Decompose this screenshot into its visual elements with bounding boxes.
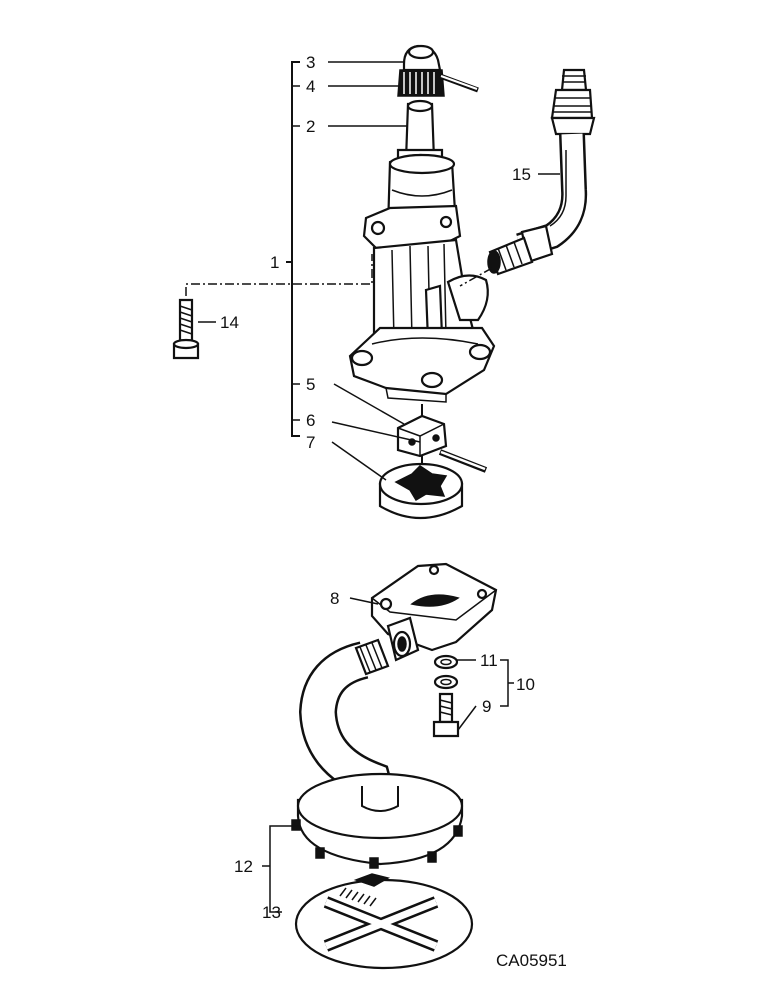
oil-hose [487, 68, 596, 276]
pump-cover [370, 562, 498, 662]
washer-upper [433, 654, 459, 670]
alignment-line-bolt [185, 254, 373, 296]
callout-9: 9 [482, 697, 491, 716]
inner-rotor [396, 404, 448, 458]
mounting-bolt [172, 298, 200, 360]
callout-10: 10 [516, 675, 535, 694]
cover-bolt [432, 692, 460, 738]
callout-6: 6 [306, 411, 315, 430]
outer-rotor [378, 462, 464, 520]
drawing-code: CA05951 [496, 951, 567, 970]
callout-8: 8 [330, 589, 339, 608]
callout-7: 7 [306, 433, 315, 452]
callout-labels: 3 4 2 1 5 6 7 14 15 8 11 10 9 12 13 CA05… [220, 53, 567, 970]
leader-lines [198, 61, 560, 913]
callout-13: 13 [262, 903, 281, 922]
callout-1: 1 [270, 253, 279, 272]
callout-5: 5 [306, 375, 315, 394]
callout-2: 2 [306, 117, 315, 136]
drive-pin [439, 73, 479, 93]
bracket-1 [286, 61, 300, 437]
callout-11: 11 [480, 651, 498, 670]
alignment-line-hose [459, 267, 493, 287]
strainer-screen [294, 873, 474, 970]
callout-14: 14 [220, 313, 239, 332]
strainer-housing [291, 772, 464, 869]
drive-gear [397, 44, 445, 97]
callout-12: 12 [234, 857, 253, 876]
callout-3: 3 [306, 53, 315, 72]
suction-pipe [298, 638, 399, 815]
callout-15: 15 [512, 165, 531, 184]
pump-body [348, 153, 496, 403]
callout-4: 4 [306, 77, 315, 96]
washer-lower [433, 674, 459, 690]
